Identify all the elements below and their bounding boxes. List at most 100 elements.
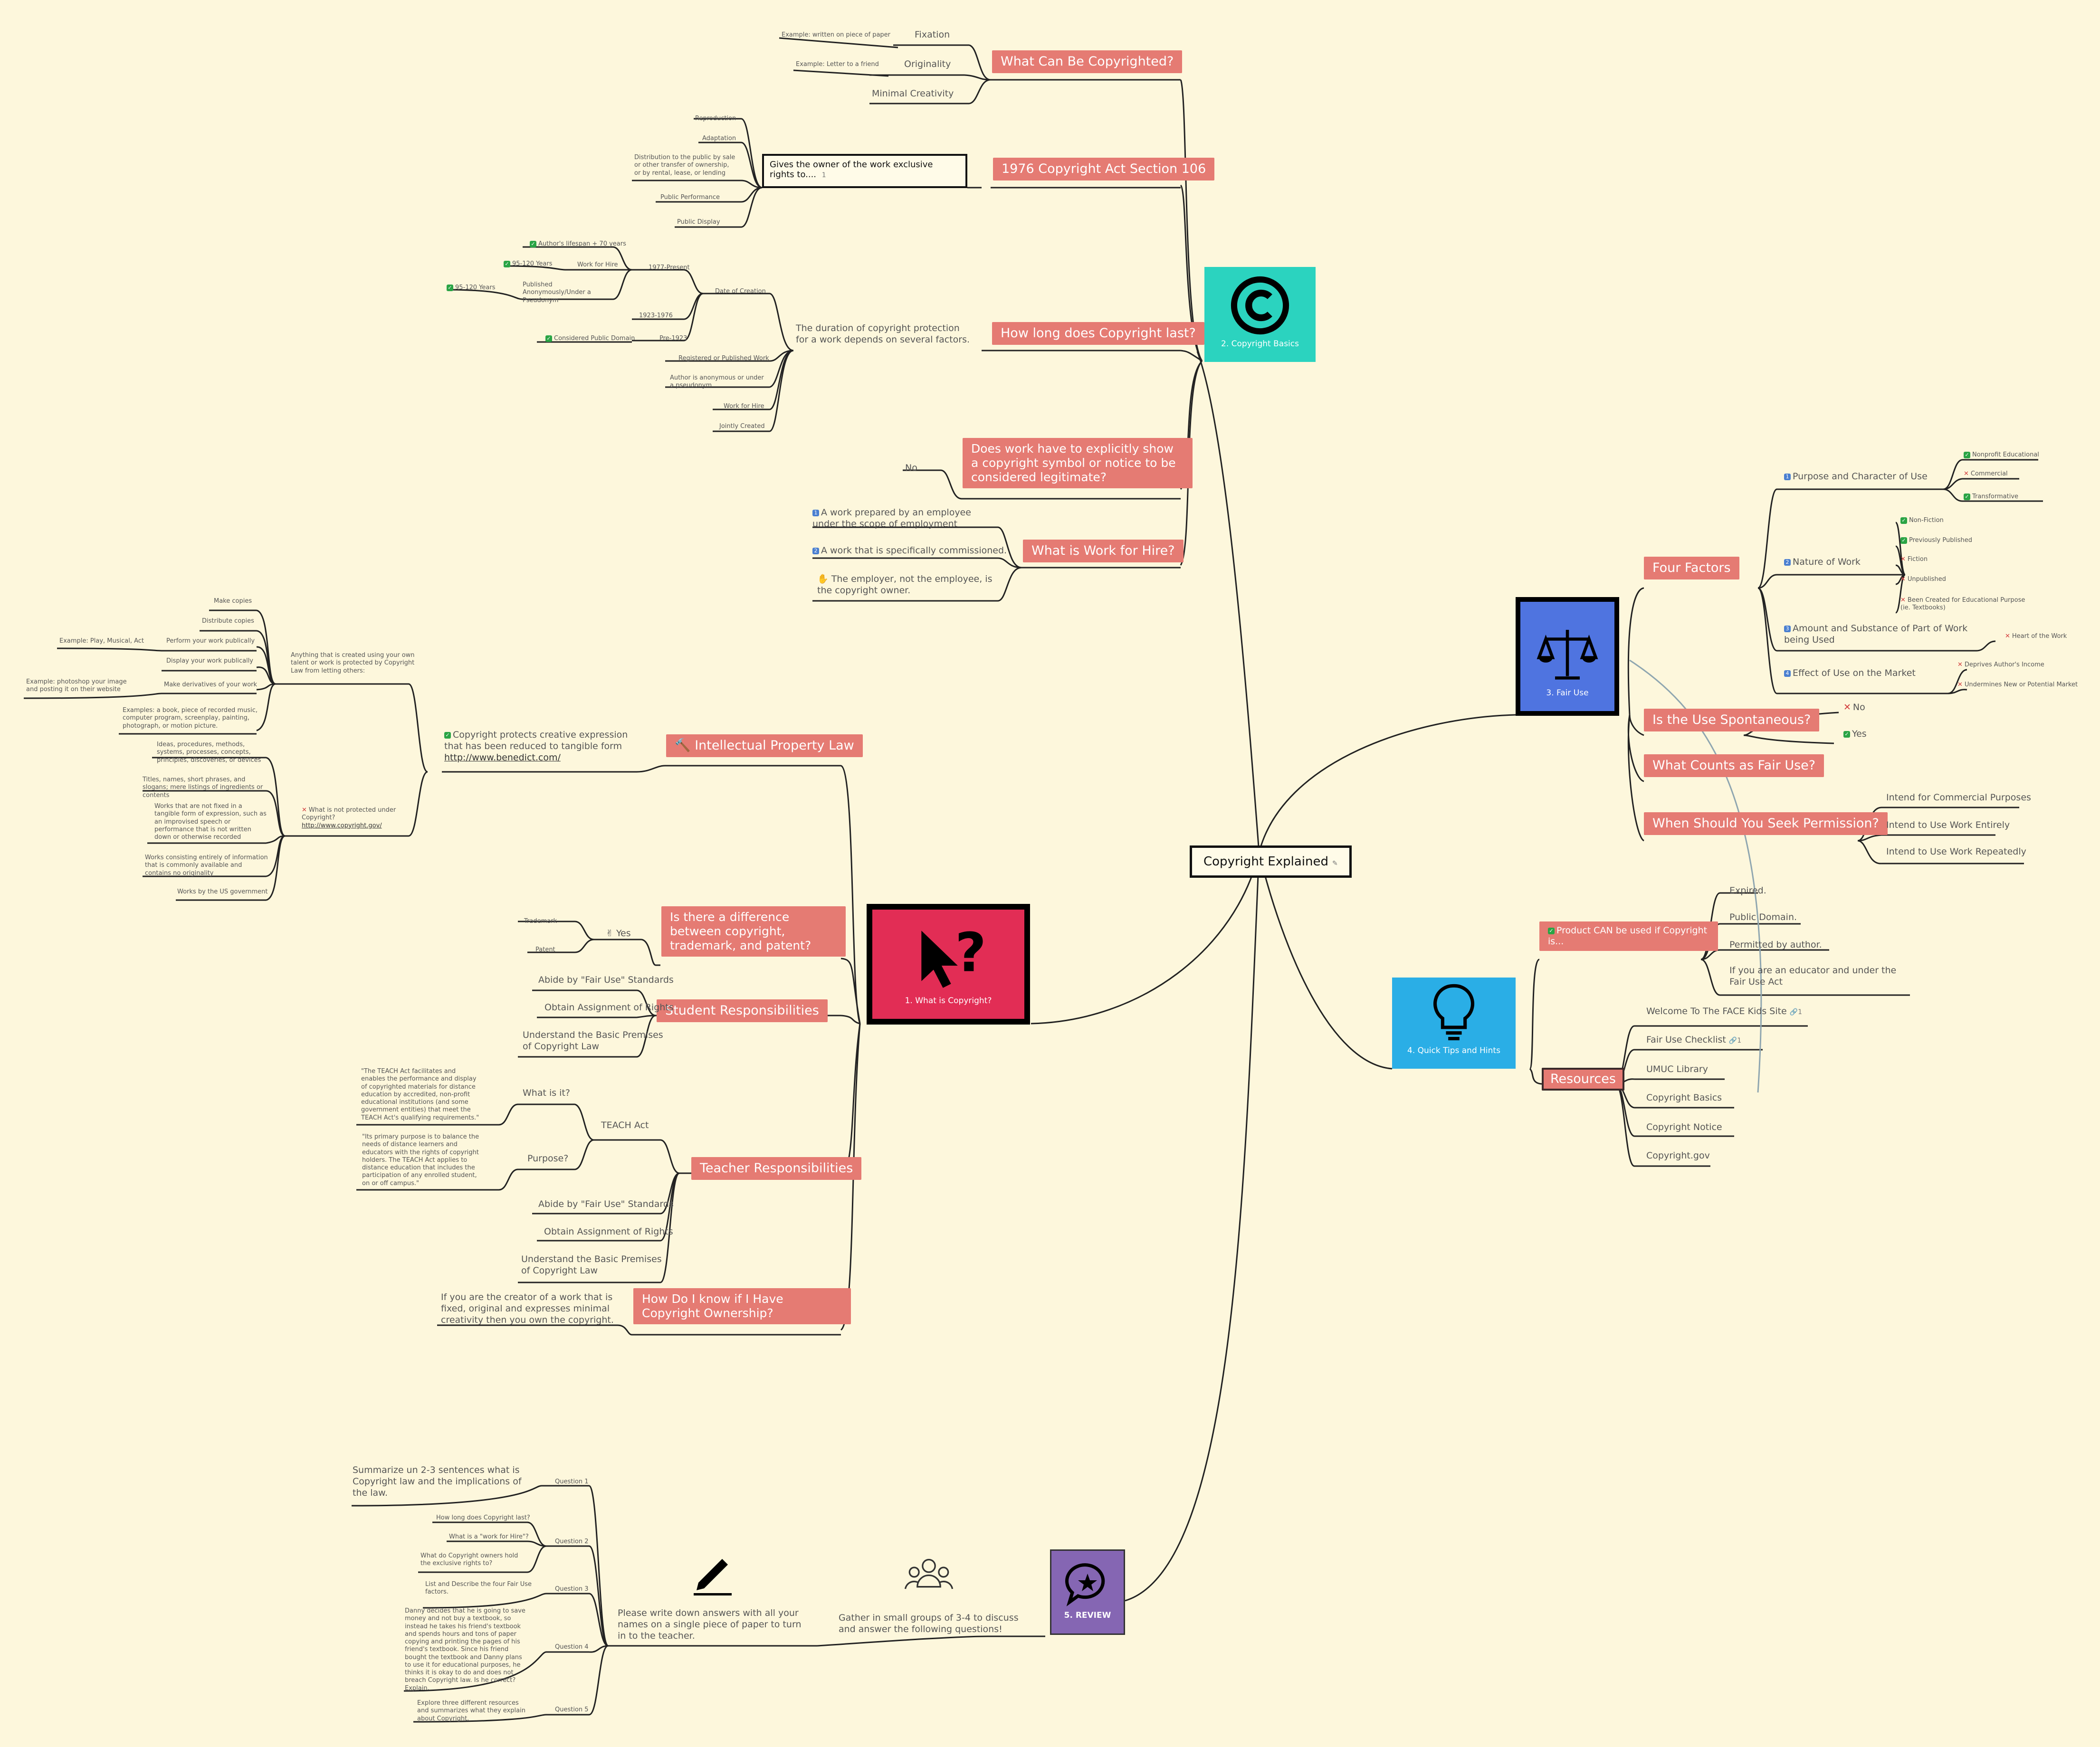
previously-published[interactable]: ✓Previously Published [1900,537,1972,544]
question-5-label[interactable]: Question 5 [555,1706,589,1713]
right-public-display[interactable]: Public Display [677,218,720,226]
permission-commercial[interactable]: Intend for Commercial Purposes [1886,792,2031,803]
student-abide[interactable]: Abide by "Fair Use" Standards [538,975,674,985]
originality-node[interactable]: Originality [904,59,951,69]
fixation-node[interactable]: Fixation [915,29,950,40]
anon-years[interactable]: ✓95-120 Years [447,284,495,292]
pre1923-node[interactable]: Pre-1923 [659,335,687,342]
tip-public-domain[interactable]: Public Domain. [1729,912,1797,922]
tip-permitted[interactable]: Permitted by author. [1729,940,1822,950]
protects-node[interactable]: ✓Copyright protects creative expression … [444,730,628,763]
how-long-topic[interactable]: How long does Copyright last? [992,322,1204,345]
right-public-performance[interactable]: Public Performance [660,194,720,201]
teacher-responsibilities-topic[interactable]: Teacher Responsibilities [691,1157,862,1180]
date-of-creation[interactable]: Date of Creation [715,288,766,295]
wfh-definition-3[interactable]: ✋ The employer, not the employee, is the… [817,574,993,596]
teach-what[interactable]: What is it? [523,1088,570,1098]
gives-owner-box[interactable]: Gives the owner of the work exclusive ri… [762,154,967,188]
copyright-gov-link[interactable]: http://www.copyright.gov/ [302,822,382,829]
counts-topic[interactable]: What Counts as Fair Use? [1644,754,1824,778]
derivatives-example[interactable]: Example: photoshop your image and postin… [26,678,127,693]
question-3-label[interactable]: Question 3 [555,1586,589,1593]
nonfiction-node[interactable]: ✓Non-Fiction [1900,517,1944,524]
not-protected[interactable]: ✕What is not protected under Copyright?h… [302,807,396,829]
benedict-link[interactable]: http://www.benedict.com/ [444,752,561,763]
copyright-act-topic[interactable]: 1976 Copyright Act Section 106 [993,158,1215,181]
fiction-node[interactable]: ✕Fiction [1900,556,1928,563]
four-factors-topic[interactable]: Four Factors [1644,557,1739,580]
author-lifespan[interactable]: ✓Author's lifespan + 70 years [530,240,626,248]
gather-node[interactable]: Gather in small groups of 3-4 to discuss… [839,1613,1019,1634]
published-anon[interactable]: Published Anonymously/Under a Pseudonym [523,281,591,304]
unpublished-node[interactable]: ✕Unpublished [1900,576,1946,583]
fixation-example[interactable]: Example: written on piece of paper [782,31,891,38]
res-fair-use-checklist[interactable]: Fair Use Checklist🔗1 [1646,1035,1742,1045]
teach-what-text[interactable]: "The TEACH Act facilitates and enables t… [361,1068,479,1121]
permission-topic[interactable]: When Should You Seek Permission? [1644,812,1888,836]
product-can-be-used-topic[interactable]: ✓Product CAN be used if Copyright is... [1539,921,1718,951]
question-1-label[interactable]: Question 1 [555,1478,589,1485]
question-2a[interactable]: How long does Copyright last? [436,1514,530,1521]
us-government-node[interactable]: Works by the US government [177,888,268,895]
minimal-creativity-node[interactable]: Minimal Creativity [872,88,954,99]
nonprofit-educational[interactable]: ✓Nonprofit Educational [1964,451,2039,459]
make-copies[interactable]: Make copies [214,598,252,605]
teach-purpose[interactable]: Purpose? [527,1153,569,1164]
not-fixed-node[interactable]: Works that are not fixed in a tangible f… [154,803,267,841]
how-know-text[interactable]: If you are the creator of a work that is… [441,1292,614,1325]
undermines-market[interactable]: ✕Undermines New or Potential Market [1957,681,2078,688]
spontaneous-topic[interactable]: Is the Use Spontaneous? [1644,709,1820,732]
permission-repeatedly[interactable]: Intend to Use Work Repeatedly [1886,846,2026,857]
teacher-understand[interactable]: Understand the Basic Premises of Copyrig… [521,1254,662,1276]
teach-act[interactable]: TEACH Act [601,1120,649,1130]
right-adaptation[interactable]: Adaptation [702,135,736,142]
question-2-label[interactable]: Question 2 [555,1538,589,1545]
spontaneous-yes[interactable]: ✓Yes [1843,729,1867,740]
teacher-obtain[interactable]: Obtain Assignment of Rights [544,1226,673,1237]
teach-purpose-text[interactable]: "Its primary purpose is to balance the n… [362,1133,479,1187]
right-reproduction[interactable]: Reproduction [695,115,736,122]
tip-educator[interactable]: If you are an educator and under the Fai… [1729,965,1897,987]
central-topic[interactable]: Copyright Explained✎ [1190,845,1352,878]
question-2b[interactable]: What is a "work for Hire"? [449,1533,529,1540]
registered-node[interactable]: Registered or Published Work [678,355,769,362]
question-2c[interactable]: What do Copyright owners hold the exclus… [420,1552,518,1567]
commercial-use[interactable]: ✕Commercial [1964,470,2008,477]
perform-publically[interactable]: Perform your work publically [166,637,255,645]
res-copyright-notice[interactable]: Copyright Notice [1646,1122,1722,1132]
difference-yes[interactable]: ✌ Yes [606,928,631,939]
write-node[interactable]: Please write down answers with all your … [618,1608,802,1641]
examples-node[interactable]: Examples: a book, piece of recorded musi… [123,707,258,730]
hub-copyright-basics[interactable]: 2. Copyright Basics [1204,267,1316,362]
common-info-node[interactable]: Works consisting entirely of information… [145,854,268,877]
make-derivatives[interactable]: Make derivatives of your work [164,681,258,688]
question-1-text[interactable]: Summarize un 2-3 sentences what is Copyr… [353,1465,522,1498]
hub-what-is-copyright[interactable]: ? 1. What is Copyright? [867,904,1030,1025]
wfh-node[interactable]: Work for Hire [724,403,764,410]
intellectual-property-topic[interactable]: 🔨 Intellectual Property Law [666,734,863,758]
question-5-text[interactable]: Explore three different resources and su… [417,1700,525,1722]
y1923-node[interactable]: 1923-1976 [639,312,673,319]
spontaneous-no[interactable]: ✕No [1843,702,1865,712]
res-face-kids[interactable]: Welcome To The FACE Kids Site🔗1 [1646,1006,1803,1016]
question-3-text[interactable]: List and Describe the four Fair Use fact… [425,1581,532,1596]
res-copyright-basics[interactable]: Copyright Basics [1646,1092,1722,1103]
work-for-hire-topic[interactable]: What is Work for Hire? [1023,540,1184,563]
tip-expired[interactable]: Expired. [1729,885,1766,896]
display-publically[interactable]: Display your work publically [166,657,254,665]
been-created-node[interactable]: ✕Been Created for Educational Purpose (i… [1900,597,2025,612]
wfh-sub[interactable]: Work for Hire [577,261,618,268]
duration-node[interactable]: The duration of copyright protection for… [796,323,970,345]
student-responsibilities-topic[interactable]: Student Responsibilities [657,999,828,1023]
perform-example[interactable]: Example: Play, Musical, Act [59,637,144,645]
symbol-question-topic[interactable]: Does work have to explicitly show a copy… [963,438,1193,488]
trademark-node[interactable]: Trademark [524,918,557,925]
public-domain-node[interactable]: ✓Considered Public Domain [545,335,635,342]
distribute-copies[interactable]: Distribute copies [202,617,254,625]
